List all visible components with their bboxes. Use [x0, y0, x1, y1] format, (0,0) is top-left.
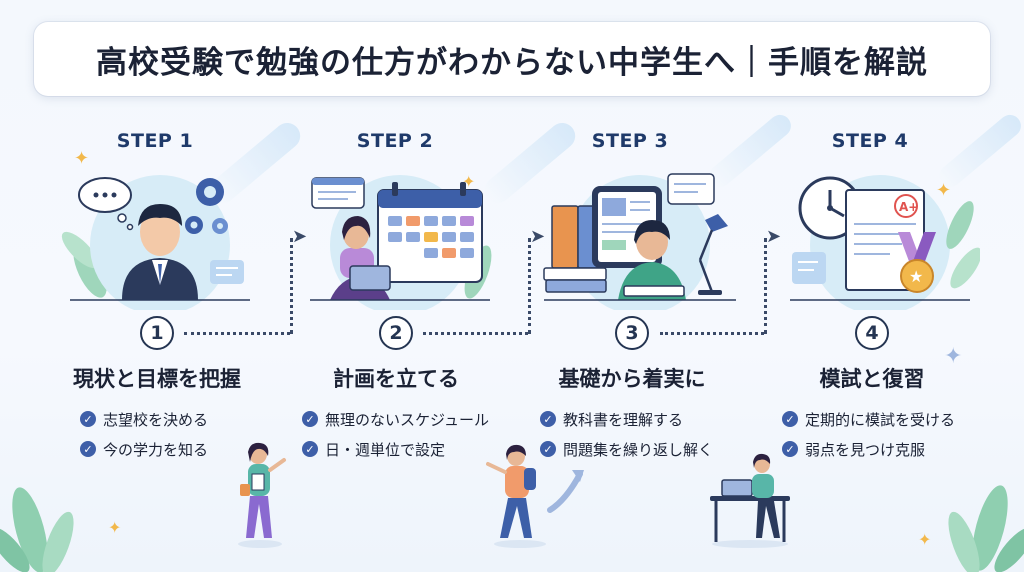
step-1-checklist: ✓志望校を決める ✓今の学力を知る — [80, 404, 208, 464]
sparkle-icon: ✦ — [918, 530, 932, 549]
list-item: ✓弱点を見つけ克服 — [782, 434, 955, 464]
leaf-icon — [920, 440, 1024, 572]
connector-line — [290, 238, 293, 334]
thought-bubble-icon — [78, 177, 134, 231]
sparkle-icon: ✦ — [944, 344, 963, 369]
connector-line — [184, 332, 290, 335]
step-3-number: 3 — [615, 316, 649, 350]
check-icon: ✓ — [80, 411, 96, 427]
step-4-illustration: A+ ★ — [780, 160, 980, 310]
step-3-illustration — [540, 160, 740, 310]
laptop-icon — [311, 177, 365, 209]
sparkle-icon: ✦ — [462, 172, 476, 191]
connector-line — [764, 238, 767, 334]
step-1-label: STEP 1 — [116, 130, 194, 152]
connector-line — [423, 332, 528, 335]
step-4-checklist: ✓定期的に模試を受ける ✓弱点を見つけ克服 — [782, 404, 955, 464]
list-item: ✓問題集を繰り返し解く — [540, 434, 713, 464]
sparkle-icon: ✦ — [108, 518, 122, 537]
list-item: ✓日・週単位で設定 — [302, 434, 489, 464]
sparkle-icon: ✦ — [936, 180, 952, 201]
arrow-right-icon: ➤ — [766, 226, 782, 247]
desk-lamp-icon — [698, 214, 728, 295]
step-4-title: 模試と復習 — [819, 367, 925, 391]
step-4-label: STEP 4 — [831, 130, 909, 152]
studying-boy-illustration — [700, 450, 800, 550]
svg-text:A+: A+ — [899, 200, 918, 214]
sparkle-icon: ✦ — [74, 148, 90, 169]
step-3-label: STEP 3 — [591, 130, 669, 152]
check-icon: ✓ — [302, 411, 318, 427]
check-icon: ✓ — [782, 441, 798, 457]
leaf-icon — [0, 440, 110, 572]
step-2-label: STEP 2 — [356, 130, 434, 152]
svg-text:★: ★ — [909, 267, 923, 286]
gear-icon — [185, 178, 228, 234]
step-3-checklist: ✓教科書を理解する ✓問題集を繰り返し解く — [540, 404, 713, 464]
walking-boy-illustration — [480, 440, 590, 550]
step-3-title: 基礎から着実に — [558, 367, 706, 391]
page-title: 高校受験で勉強の仕方がわからない中学生へ｜手順を解説 — [34, 22, 990, 96]
check-icon: ✓ — [302, 441, 318, 457]
person-icon — [618, 220, 686, 300]
check-icon: ✓ — [80, 441, 96, 457]
list-item: ✓今の学力を知る — [80, 434, 208, 464]
check-icon: ✓ — [782, 411, 798, 427]
connector-line — [660, 332, 764, 335]
step-1-illustration — [60, 160, 260, 310]
step-4-number: 4 — [855, 316, 889, 350]
person-icon — [122, 204, 198, 300]
list-item: ✓教科書を理解する — [540, 404, 713, 434]
arrow-right-icon: ➤ — [292, 226, 308, 247]
page-title-text: 高校受験で勉強の仕方がわからない中学生へ｜手順を解説 — [96, 44, 928, 81]
step-2-checklist: ✓無理のないスケジュール ✓日・週単位で設定 — [302, 404, 489, 464]
check-icon: ✓ — [540, 441, 556, 457]
medal-icon: ★ — [898, 232, 936, 293]
step-2-illustration — [300, 160, 500, 310]
arrow-right-icon: ➤ — [530, 226, 546, 247]
walking-girl-illustration — [228, 440, 298, 550]
list-item: ✓定期的に模試を受ける — [782, 404, 955, 434]
connector-line — [528, 238, 531, 334]
calendar-icon — [377, 182, 483, 283]
list-item: ✓無理のないスケジュール — [302, 404, 489, 434]
step-2-title: 計画を立てる — [333, 367, 459, 391]
person-icon — [330, 216, 391, 300]
list-item: ✓志望校を決める — [80, 404, 208, 434]
step-1-title: 現状と目標を把握 — [73, 367, 241, 391]
step-2-number: 2 — [379, 316, 413, 350]
step-1-number: 1 — [140, 316, 174, 350]
check-icon: ✓ — [540, 411, 556, 427]
